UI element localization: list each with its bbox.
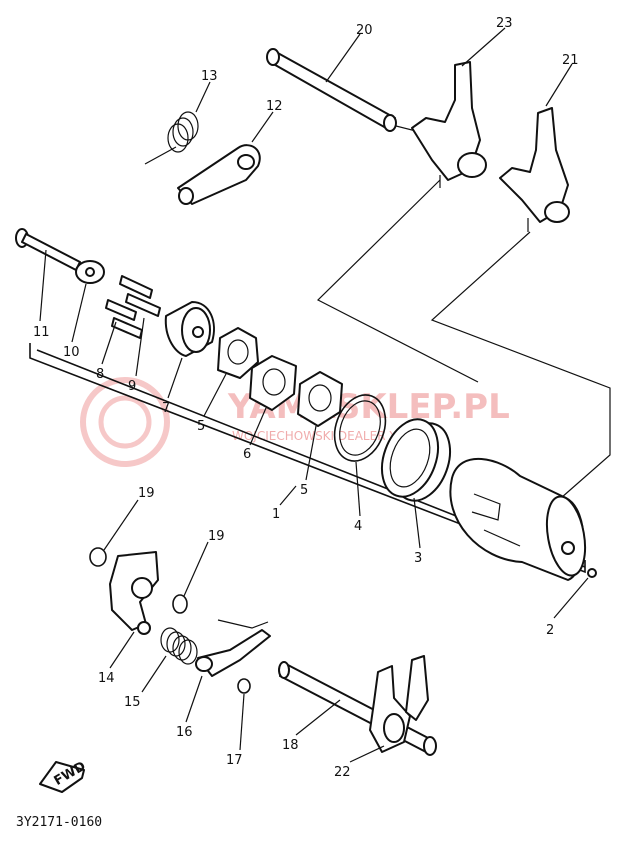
watermark-subtitle: WOJCIECHOWSKI DEALER YAMAHA (232, 429, 441, 443)
label-4: 4 (354, 519, 362, 534)
guide-bar-20 (266, 48, 421, 133)
shift-arm-16 (195, 619, 271, 677)
label-3: 3 (414, 551, 422, 566)
label-15: 15 (124, 695, 141, 710)
label-19-b: 19 (208, 529, 225, 544)
label-21: 21 (562, 53, 579, 68)
label-5-b: 5 (300, 483, 308, 498)
label-2: 2 (546, 623, 554, 638)
watermark-logo-inner (98, 395, 152, 449)
spring-15 (160, 627, 198, 665)
shift-fork-21 (499, 107, 570, 232)
label-6: 6 (243, 447, 251, 462)
bearing-3 (380, 418, 452, 502)
circlip-19-a (89, 547, 107, 567)
circlip-19-b (172, 594, 188, 614)
leader-lines (39, 27, 589, 763)
segment-10 (75, 260, 105, 284)
label-12: 12 (266, 99, 283, 114)
label-14: 14 (98, 671, 115, 686)
circlip-4 (333, 394, 387, 462)
fwd-arrow-icon: FWD (39, 759, 89, 793)
shift-drum-2 (449, 458, 597, 581)
shift-fork-23 (411, 61, 487, 188)
pins-8 (105, 299, 143, 339)
label-17: 17 (226, 753, 243, 768)
label-1: 1 (272, 507, 280, 522)
label-10: 10 (63, 345, 80, 360)
watermark-logo (80, 377, 170, 467)
plate-6 (249, 355, 297, 411)
screw-11 (15, 228, 81, 271)
pins-9 (119, 275, 161, 317)
label-5-a: 5 (197, 419, 205, 434)
label-7: 7 (162, 401, 170, 416)
diagram-code: 3Y2171-0160 (16, 815, 102, 830)
label-11: 11 (33, 325, 50, 340)
label-22: 22 (334, 765, 351, 780)
label-9: 9 (128, 379, 136, 394)
label-19-a: 19 (138, 486, 155, 501)
shift-lever-14 (109, 551, 159, 635)
cam-segment-7 (164, 301, 215, 357)
callout-labels: 20 23 21 13 12 11 10 8 9 7 5 6 5 1 4 3 2… (33, 16, 579, 780)
plate-5-a (217, 327, 259, 379)
spring-13 (144, 111, 199, 165)
label-8: 8 (96, 367, 104, 382)
plate-5-b (297, 371, 343, 427)
shift-fork-22 (369, 655, 429, 753)
label-18: 18 (282, 738, 299, 753)
label-23: 23 (496, 16, 513, 31)
label-20: 20 (356, 23, 373, 38)
label-13: 13 (201, 69, 218, 84)
label-16: 16 (176, 725, 193, 740)
washer-17 (237, 678, 251, 694)
stopper-lever-12 (177, 144, 261, 205)
